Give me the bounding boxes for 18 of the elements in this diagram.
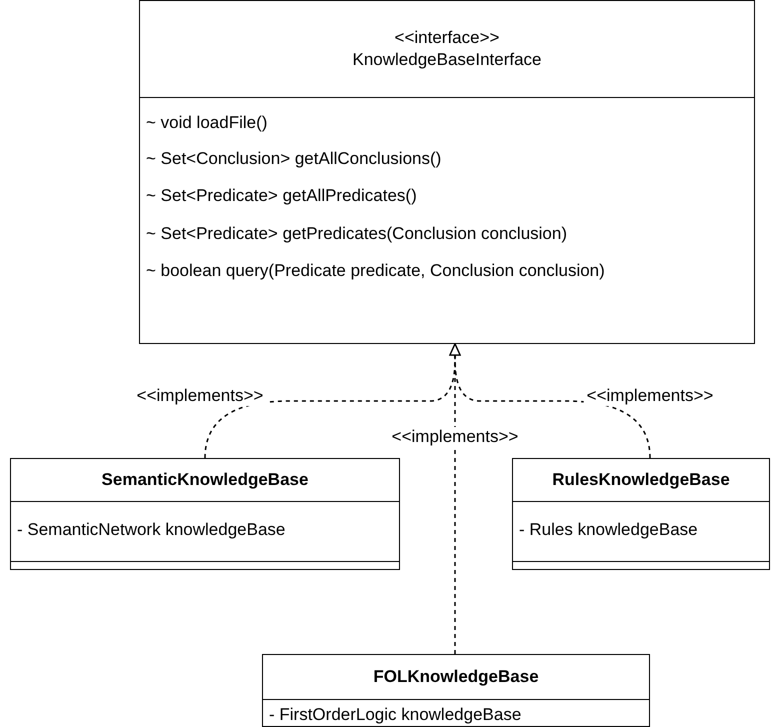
class-name: FOLKnowledgeBase (373, 666, 539, 688)
method-text: ~ Set<Conclusion> getAllConclusions() (146, 148, 442, 170)
stereotype-label: <<interface>> (394, 27, 500, 49)
class-name: SemanticKnowledgeBase (102, 469, 308, 491)
class-name: KnowledgeBaseInterface (352, 49, 542, 71)
method-text: ~ Set<Predicate> getPredicates(Conclusion conclusion) (146, 223, 567, 245)
class-box (262, 654, 650, 727)
attribute-text: - FirstOrderLogic knowledgeBase (269, 704, 522, 726)
method-text: ~ void loadFile() (146, 112, 268, 134)
method-text: ~ boolean query(Predicate predicate, Conclusion conclusion) (146, 260, 605, 282)
class-box (139, 0, 755, 344)
realization-arrow (449, 343, 651, 458)
attribute-text: - SemanticNetwork knowledgeBase (17, 519, 286, 541)
attribute-text: - Rules knowledgeBase (519, 519, 698, 541)
class-name: RulesKnowledgeBase (552, 469, 730, 491)
method-text: ~ Set<Predicate> getAllPredicates() (146, 185, 417, 207)
class-box (512, 458, 770, 570)
class-box (10, 458, 400, 570)
